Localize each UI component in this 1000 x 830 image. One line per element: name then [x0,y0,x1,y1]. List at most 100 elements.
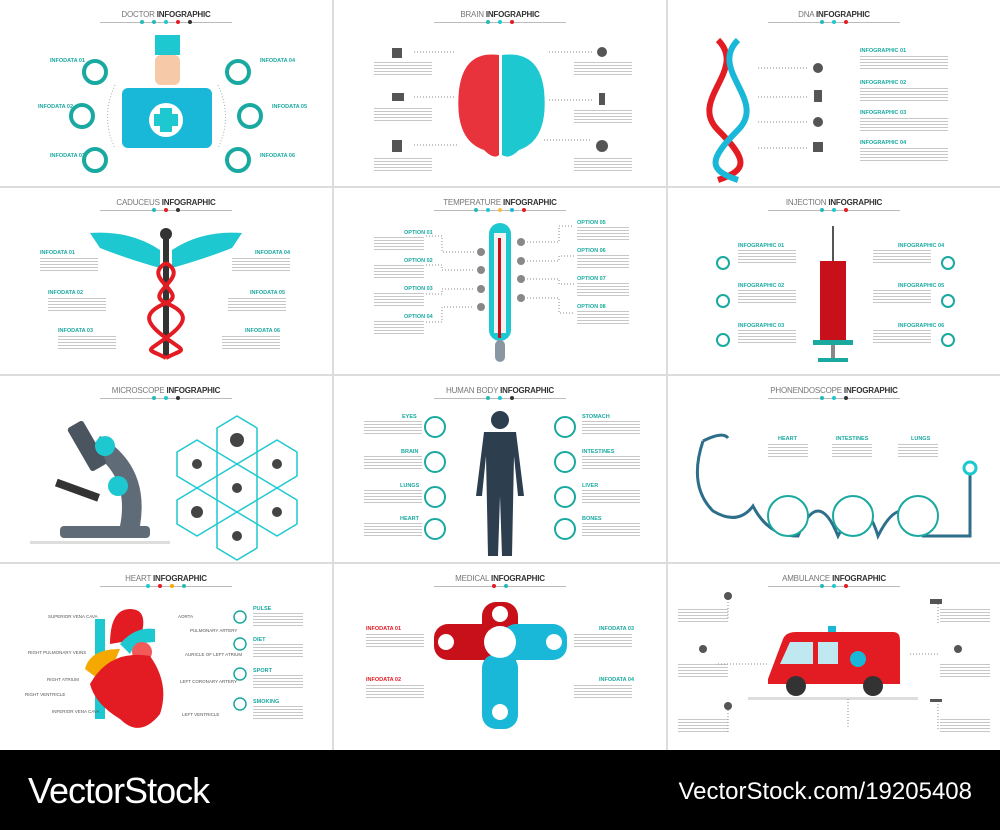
image-reference: VectorStock.com/19205408 [678,778,972,805]
option-02-label: OPTION 02 [404,258,433,264]
infographic-05-label: INFOGRAPHIC 05 [898,283,945,289]
panel-title: DOCTOR INFOGRAPHIC [121,10,211,19]
color-dots [334,208,666,212]
watermark-footer: VectorStock VectorStock.com/19205408 [0,750,1000,830]
ambulance-illustration [699,592,962,734]
panel-caduceus: CADUCEUS INFOGRAPHIC INFODATA 01 INFODAT… [0,188,332,374]
panel-title: MEDICAL INFOGRAPHIC [455,574,545,583]
option-08-label: OPTION 08 [577,304,606,310]
heart-label: HEART [778,436,797,442]
superior-vena-cava-label: SUPERIOR VENA CAVA [48,614,98,619]
infodata-06-label: INFODATA 06 [260,153,296,159]
divider [434,586,566,587]
infographic-01-label: INFOGRAPHIC 01 [738,243,785,249]
color-dots [334,20,666,24]
caduceus-illustration [90,228,242,360]
infographic-01-label: INFOGRAPHIC 01 [860,48,907,54]
panel-dna: DNA INFOGRAPHIC INFOGRAPHIC 01 INFOGRAPH… [668,0,1000,186]
right-pulmonary-veins-label: RIGHT PULMONARY VEINS [28,650,87,655]
panel-phonendoscope: PHONENDOSCOPE INFOGRAPHIC HEART INTESTIN… [668,376,1000,562]
eyes-label: EYES [402,414,417,420]
syringe-illustration [716,226,955,362]
infodata-04-label: INFODATA 04 [255,250,291,256]
infographic-02-label: INFOGRAPHIC 02 [738,283,785,289]
panel-title: PHONENDOSCOPE INFOGRAPHIC [770,386,898,395]
color-dots [668,396,1000,400]
diet-label: DIET [253,637,266,643]
panel-title: TEMPERATURE INFOGRAPHIC [443,198,557,207]
infodata-02-label: INFODATA 02 [366,677,402,683]
heart-label: HEART [400,516,419,522]
infodata-02-label: INFODATA 02 [38,104,74,110]
infodata-01-label: INFODATA 01 [40,250,76,256]
medical-bag-illustration [69,35,263,173]
infodata-04-label: INFODATA 04 [260,58,296,64]
inferior-vena-cava-label: INFERIOR VENA CAVA [52,709,100,714]
panel-brain: BRAIN INFOGRAPHIC [334,0,666,186]
infodata-06-label: INFODATA 06 [245,328,281,334]
microscope-illustration [30,415,298,561]
panel-medical: MEDICAL INFOGRAPHIC INFODATA 01 INFODATA… [334,564,666,750]
sport-label: SPORT [253,668,272,674]
lungs-label: LUNGS [400,483,420,489]
color-dots [334,396,666,400]
infographic-04-label: INFOGRAPHIC 04 [860,140,907,146]
infodata-01-label: INFODATA 01 [366,626,402,632]
option-04-label: OPTION 04 [404,314,433,320]
aorta-label: AORTA [178,614,194,619]
infodata-05-label: INFODATA 05 [272,104,308,110]
infodata-03-label: INFODATA 03 [58,328,94,334]
left-coronary-artery-label: LEFT CORONARY ARTERY [180,679,238,684]
option-01-label: OPTION 01 [404,230,433,236]
infodata-03-label: INFODATA 03 [599,626,635,632]
infographic-04-label: INFOGRAPHIC 04 [898,243,945,249]
panel-title: BRAIN INFOGRAPHIC [460,10,540,19]
lungs-label: LUNGS [911,436,931,442]
heart-anatomy-illustration [85,609,247,728]
infographic-03-label: INFOGRAPHIC 03 [738,323,785,329]
infographic-06-label: INFOGRAPHIC 06 [898,323,945,329]
panel-ambulance: AMBULANCE INFOGRAPHIC [668,564,1000,750]
panel-title: INJECTION INFOGRAPHIC [785,198,883,207]
bones-label: BONES [582,516,602,522]
infodata-04-label: INFODATA 04 [599,677,635,683]
right-ventricle-label: RIGHT VENTRICLE [25,692,66,697]
color-dots [0,208,332,212]
infographic-02-label: INFOGRAPHIC 02 [860,80,907,86]
panel-title: DNA INFOGRAPHIC [798,10,870,19]
right-atrium-label: RIGHT ATRIUM [47,677,79,682]
infodata-01-label: INFODATA 01 [50,58,86,64]
panel-title: MICROSCOPE INFOGRAPHIC [111,386,221,395]
option-07-label: OPTION 07 [577,276,606,282]
panel-title: HEART INFOGRAPHIC [125,574,207,583]
divider [100,586,232,587]
option-05-label: OPTION 05 [577,220,606,226]
dna-helix-illustration [706,37,823,183]
brand-logo: VectorStock [28,770,210,811]
panel-temperature: TEMPERATURE INFOGRAPHIC OPTION 01 OPTION… [334,188,666,374]
pulse-label: PULSE [253,606,272,612]
option-06-label: OPTION 06 [577,248,606,254]
color-dots [0,396,332,400]
option-03-label: OPTION 03 [404,286,433,292]
thermometer-illustration [426,223,574,362]
panel-title: HUMAN BODY INFOGRAPHIC [446,386,554,395]
infodata-03-label: INFODATA 03 [50,153,86,159]
panel-doctor: DOCTOR INFOGRAPHIC INFODATA 01 INFODATA … [0,0,332,186]
left-ventricle-label: LEFT VENTRICLE [182,712,220,717]
infodata-05-label: INFODATA 05 [250,290,286,296]
panel-microscope: MICROSCOPE INFOGRAPHIC [0,376,332,562]
panel-injection: INJECTION INFOGRAPHIC INFOGRAPHIC 01 INF… [668,188,1000,374]
panel-heart: HEART INFOGRAPHIC SUPERIOR VENA CAVA AOR… [0,564,332,750]
stomach-label: STOMACH [582,414,610,420]
color-dots [668,584,1000,588]
medical-cross-illustration [434,602,567,729]
stethoscope-illustration [695,433,978,541]
auricle-of-left-atrium-label: AURICLE OF LEFT ATRIUM [185,652,243,657]
color-dots [668,20,1000,24]
infodata-02-label: INFODATA 02 [48,290,84,296]
color-dots [668,208,1000,212]
brain-label: BRAIN [401,449,419,455]
pulmonary-artery-label: PULMONARY ARTERY [190,628,238,633]
brain-illustration [392,47,608,157]
